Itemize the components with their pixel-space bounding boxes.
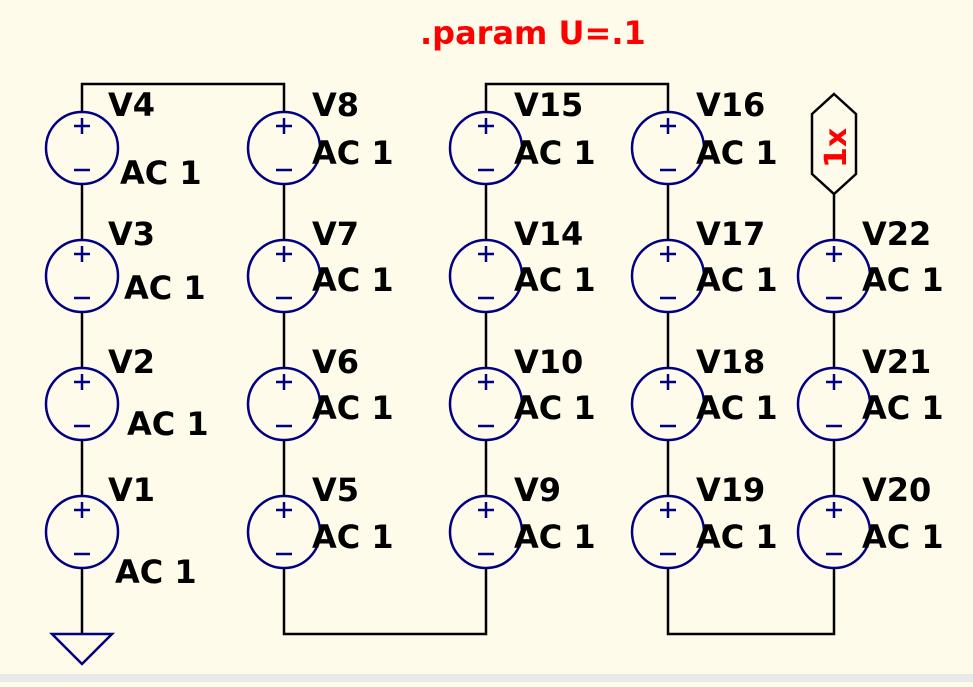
source-circle — [246, 110, 322, 186]
voltage-source-v5[interactable] — [246, 494, 322, 570]
source-name-label[interactable]: V21 — [862, 343, 931, 381]
source-circle — [630, 110, 706, 186]
source-circle — [630, 366, 706, 442]
source-name-label[interactable]: V10 — [514, 343, 583, 381]
source-name-label[interactable]: V1 — [108, 471, 155, 509]
source-name-label[interactable]: V17 — [696, 215, 765, 253]
source-value-label[interactable]: AC 1 — [696, 261, 778, 299]
source-name-label[interactable]: V18 — [696, 343, 765, 381]
param-directive[interactable]: .param U=.1 — [420, 14, 646, 52]
source-value-label[interactable]: AC 1 — [514, 261, 596, 299]
voltage-source-v14[interactable] — [448, 238, 524, 314]
voltage-source-v3[interactable] — [44, 238, 120, 314]
bottom-scrollbar[interactable] — [0, 674, 973, 682]
source-circle — [246, 494, 322, 570]
source-name-label[interactable]: V14 — [514, 215, 583, 253]
voltage-source-v4[interactable] — [44, 110, 120, 186]
wire-top-1 — [80, 82, 286, 112]
voltage-source-v6[interactable] — [246, 366, 322, 442]
source-circle — [44, 238, 120, 314]
source-value-label[interactable]: AC 1 — [514, 518, 596, 556]
source-value-label[interactable]: AC 1 — [862, 518, 944, 556]
source-circle — [44, 366, 120, 442]
wire-top-2 — [484, 82, 670, 112]
source-circle — [630, 238, 706, 314]
voltage-source-v17[interactable] — [630, 238, 706, 314]
voltage-source-v16[interactable] — [630, 110, 706, 186]
source-value-label[interactable]: AC 1 — [312, 389, 394, 427]
voltage-source-v19[interactable] — [630, 494, 706, 570]
source-value-label[interactable]: AC 1 — [120, 154, 202, 192]
voltage-source-v8[interactable] — [246, 110, 322, 186]
wire-bottom-1 — [282, 568, 488, 636]
source-circle — [448, 110, 524, 186]
source-value-label[interactable]: AC 1 — [124, 269, 206, 307]
source-name-label[interactable]: V7 — [312, 215, 359, 253]
source-name-label[interactable]: V3 — [108, 215, 155, 253]
source-value-label[interactable]: AC 1 — [514, 134, 596, 172]
source-name-label[interactable]: V5 — [312, 471, 359, 509]
source-circle — [448, 366, 524, 442]
voltage-source-v20[interactable] — [796, 494, 872, 570]
voltage-source-v22[interactable] — [796, 238, 872, 314]
source-value-label[interactable]: AC 1 — [312, 134, 394, 172]
voltage-source-v1[interactable] — [44, 494, 120, 570]
source-value-label[interactable]: AC 1 — [115, 553, 197, 591]
source-name-label[interactable]: V2 — [108, 343, 155, 381]
source-circle — [796, 494, 872, 570]
source-value-label[interactable]: AC 1 — [127, 405, 209, 443]
source-value-label[interactable]: AC 1 — [312, 518, 394, 556]
source-name-label[interactable]: V4 — [108, 86, 155, 124]
voltage-source-v7[interactable] — [246, 238, 322, 314]
voltage-source-v15[interactable] — [448, 110, 524, 186]
source-name-label[interactable]: V16 — [696, 86, 765, 124]
wire-bottom-2 — [666, 568, 836, 636]
source-value-label[interactable]: AC 1 — [696, 134, 778, 172]
voltage-source-v2[interactable] — [44, 366, 120, 442]
source-value-label[interactable]: AC 1 — [862, 389, 944, 427]
voltage-source-v21[interactable] — [796, 366, 872, 442]
source-value-label[interactable]: AC 1 — [862, 261, 944, 299]
source-circle — [796, 366, 872, 442]
source-name-label[interactable]: V15 — [514, 86, 583, 124]
source-name-label[interactable]: V19 — [696, 471, 765, 509]
source-circle — [44, 110, 120, 186]
source-circle — [246, 238, 322, 314]
net-label-flag[interactable]: 1x — [810, 92, 858, 196]
net-label-text: 1x — [819, 128, 854, 168]
source-name-label[interactable]: V6 — [312, 343, 359, 381]
source-name-label[interactable]: V20 — [862, 471, 931, 509]
source-circle — [448, 494, 524, 570]
source-name-label[interactable]: V9 — [514, 471, 561, 509]
voltage-source-v10[interactable] — [448, 366, 524, 442]
source-value-label[interactable]: AC 1 — [312, 261, 394, 299]
source-value-label[interactable]: AC 1 — [696, 518, 778, 556]
source-name-label[interactable]: V8 — [312, 86, 359, 124]
source-circle — [246, 366, 322, 442]
wires — [80, 82, 836, 636]
ground-icon[interactable] — [48, 632, 116, 666]
source-value-label[interactable]: AC 1 — [696, 389, 778, 427]
voltage-source-v9[interactable] — [448, 494, 524, 570]
source-circle — [630, 494, 706, 570]
source-circle — [44, 494, 120, 570]
source-value-label[interactable]: AC 1 — [514, 389, 596, 427]
source-circle — [448, 238, 524, 314]
source-circle — [796, 238, 872, 314]
voltage-source-v18[interactable] — [630, 366, 706, 442]
source-name-label[interactable]: V22 — [862, 215, 931, 253]
